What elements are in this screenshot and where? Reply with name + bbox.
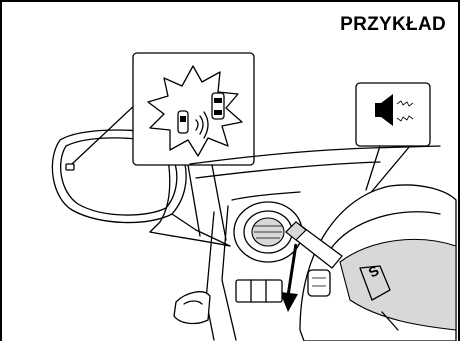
switch-panel (236, 280, 282, 302)
blind-spot-indicator-callout (133, 53, 254, 165)
steering-wheel: S (300, 185, 456, 341)
buzzer-callout (356, 83, 430, 196)
door-handle (174, 292, 210, 324)
